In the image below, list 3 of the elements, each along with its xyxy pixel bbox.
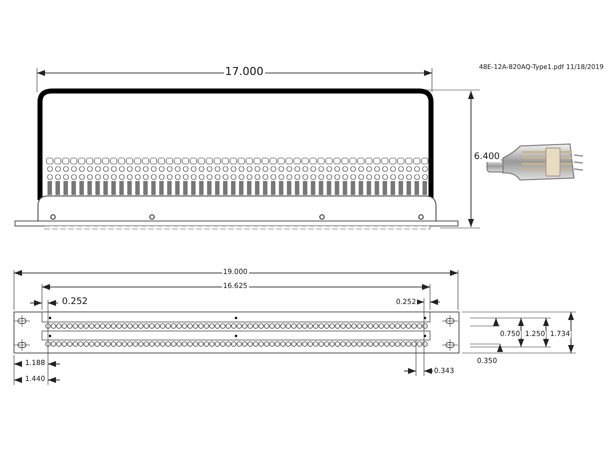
dimension-label: 0.252 <box>61 298 89 307</box>
dimension-label: 6.400 <box>473 153 501 162</box>
dimension-label: 17.000 <box>224 66 264 77</box>
